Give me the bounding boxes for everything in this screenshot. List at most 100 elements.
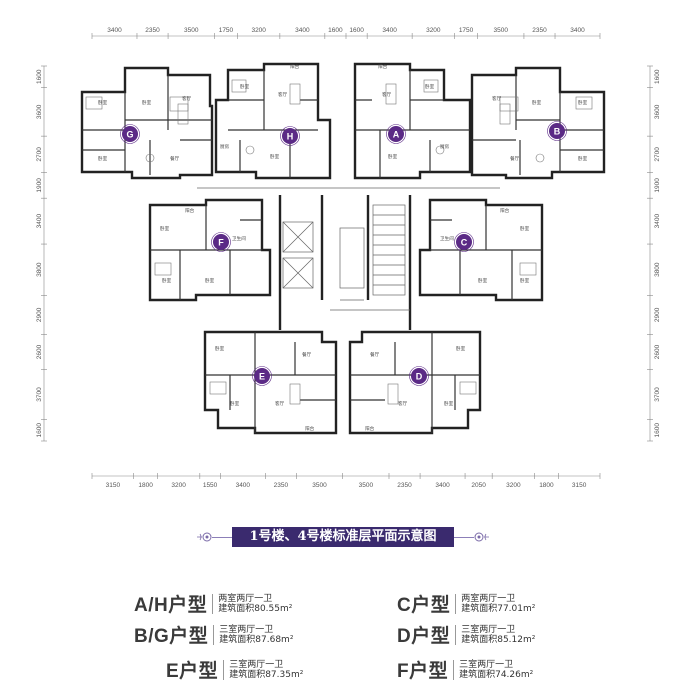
unit-badge-label: D — [416, 372, 423, 382]
dimension-label: 2350 — [145, 27, 160, 34]
unit-badge-a: A — [386, 124, 406, 144]
dimension-label: 3200 — [251, 27, 266, 34]
legend-desc: 两室两厅一卫 建筑面积77.01m² — [461, 594, 535, 614]
room-label: 卧室 — [425, 83, 435, 90]
room-label: 卧室 — [478, 277, 488, 284]
dimension-label: 3400 — [435, 482, 450, 489]
room-label: 卧室 — [98, 155, 108, 162]
dimension-label: 2900 — [36, 307, 43, 322]
room-label: 餐厅 — [370, 351, 380, 358]
dimension-label: 3800 — [36, 262, 43, 277]
room-label: 卧室 — [456, 345, 466, 352]
room-label: 卧室 — [388, 153, 398, 160]
dimension-label: 2050 — [471, 482, 486, 489]
dimension-label: 3600 — [36, 104, 43, 119]
unit-badge-h: H — [280, 126, 300, 146]
room-label: 卧室 — [444, 400, 454, 407]
dimension-label: 3200 — [426, 27, 441, 34]
building-walls — [80, 62, 606, 435]
room-label: 阳台 — [305, 425, 315, 432]
legend-name: F户型 — [397, 661, 449, 682]
unit-badge-label: C — [461, 238, 468, 248]
dimension-label: 1600 — [349, 27, 364, 34]
legend-name: C户型 — [397, 595, 451, 616]
legend-rooms: 三室两厅一卫 — [461, 624, 516, 635]
legend-desc: 三室两厅一卫 建筑面积85.12m² — [461, 625, 535, 645]
legend-area: 建筑面积74.26m² — [459, 669, 534, 680]
legend-rooms: 两室两厅一卫 — [461, 593, 516, 604]
room-label: 阳台 — [365, 425, 375, 432]
core-details — [197, 187, 500, 311]
room-label: 客厅 — [382, 91, 392, 98]
room-label: 卧室 — [162, 277, 172, 284]
legend-divider — [213, 624, 215, 645]
room-label: 卧室 — [230, 400, 240, 407]
dimension-label: 3800 — [654, 262, 661, 277]
interior-partitions — [82, 70, 604, 433]
room-label: 客厅 — [398, 400, 408, 407]
room-label: 阳台 — [290, 63, 300, 70]
room-label: 客厅 — [278, 91, 288, 98]
dimension-label: 3200 — [171, 482, 186, 489]
ornament-left-icon — [197, 532, 212, 542]
dimension-label: 1600 — [654, 69, 661, 84]
dimension-label: 1800 — [539, 482, 554, 489]
legend-desc: 两室两厅一卫 建筑面积80.55m² — [218, 594, 292, 614]
dimension-label: 3400 — [654, 214, 661, 229]
dimension-label: 3500 — [359, 482, 374, 489]
legend-divider — [223, 659, 225, 680]
unit-badge-label: F — [218, 238, 224, 248]
dimension-label: 2600 — [654, 344, 661, 359]
dimension-top: 3400 2350 3500 1750 3200 3400 1600 1600 3400 3200… — [91, 27, 601, 39]
dimension-label: 3150 — [106, 482, 121, 489]
fixtures — [85, 79, 593, 405]
room-label: 卧室 — [578, 155, 588, 162]
legend-item: A/H户型 两室两厅一卫 建筑面积80.55m² — [134, 590, 292, 617]
legend-desc: 三室两厅一卫 建筑面积87.35m² — [229, 660, 303, 680]
dimension-label: 3500 — [184, 27, 199, 34]
room-label: 厨房 — [220, 143, 230, 150]
plan-title: 1号楼、4号楼标准层平面示意图 — [232, 527, 454, 547]
unit-badge-label: H — [287, 132, 294, 142]
dimension-label: 1900 — [654, 178, 661, 193]
room-label: 卧室 — [578, 99, 588, 106]
dimension-label: 3400 — [295, 27, 310, 34]
legend-name: A/H户型 — [134, 595, 208, 616]
dimension-label: 1750 — [219, 27, 234, 34]
dimension-label: 3400 — [107, 27, 122, 34]
legend-area: 建筑面积87.68m² — [219, 634, 294, 645]
room-label: 餐厅 — [302, 351, 312, 358]
room-label: 卧室 — [520, 277, 530, 284]
legend-desc: 三室两厅一卫 建筑面积74.26m² — [459, 660, 533, 680]
unit-badge-label: B — [554, 127, 561, 137]
room-label: 卧室 — [160, 225, 170, 232]
dimension-label: 2600 — [36, 344, 43, 359]
floor-plan: 3400 2350 3500 1750 3200 3400 1600 1600 3400 3200… — [36, 27, 661, 489]
room-label: 卧室 — [215, 345, 225, 352]
legend-area: 建筑面积80.55m² — [218, 603, 293, 614]
legend-rooms: 两室两厅一卫 — [218, 593, 273, 604]
room-label: 客厅 — [275, 400, 285, 407]
dimension-label: 1600 — [328, 27, 343, 34]
dimension-label: 3400 — [570, 27, 585, 34]
legend-area: 建筑面积85.12m² — [461, 634, 536, 645]
legend-item: F户型 三室两厅一卫 建筑面积74.26m² — [397, 656, 533, 683]
room-label: 卧室 — [142, 99, 152, 106]
dimension-label: 3500 — [312, 482, 327, 489]
legend-divider — [212, 593, 214, 614]
room-label: 卧室 — [520, 225, 530, 232]
room-label: 卧室 — [205, 277, 215, 284]
dimension-label: 3500 — [494, 27, 509, 34]
dimension-label: 3700 — [36, 387, 43, 402]
dimension-label: 3700 — [654, 387, 661, 402]
room-label: 阳台 — [185, 207, 195, 214]
room-label: 阳台 — [500, 207, 510, 214]
room-label: 餐厅 — [170, 155, 180, 162]
room-label: 客厅 — [182, 95, 192, 102]
ornament-right-icon — [474, 532, 489, 542]
dimension-label: 3600 — [654, 104, 661, 119]
legend-name: D户型 — [397, 626, 451, 647]
dimension-label: 1600 — [36, 69, 43, 84]
